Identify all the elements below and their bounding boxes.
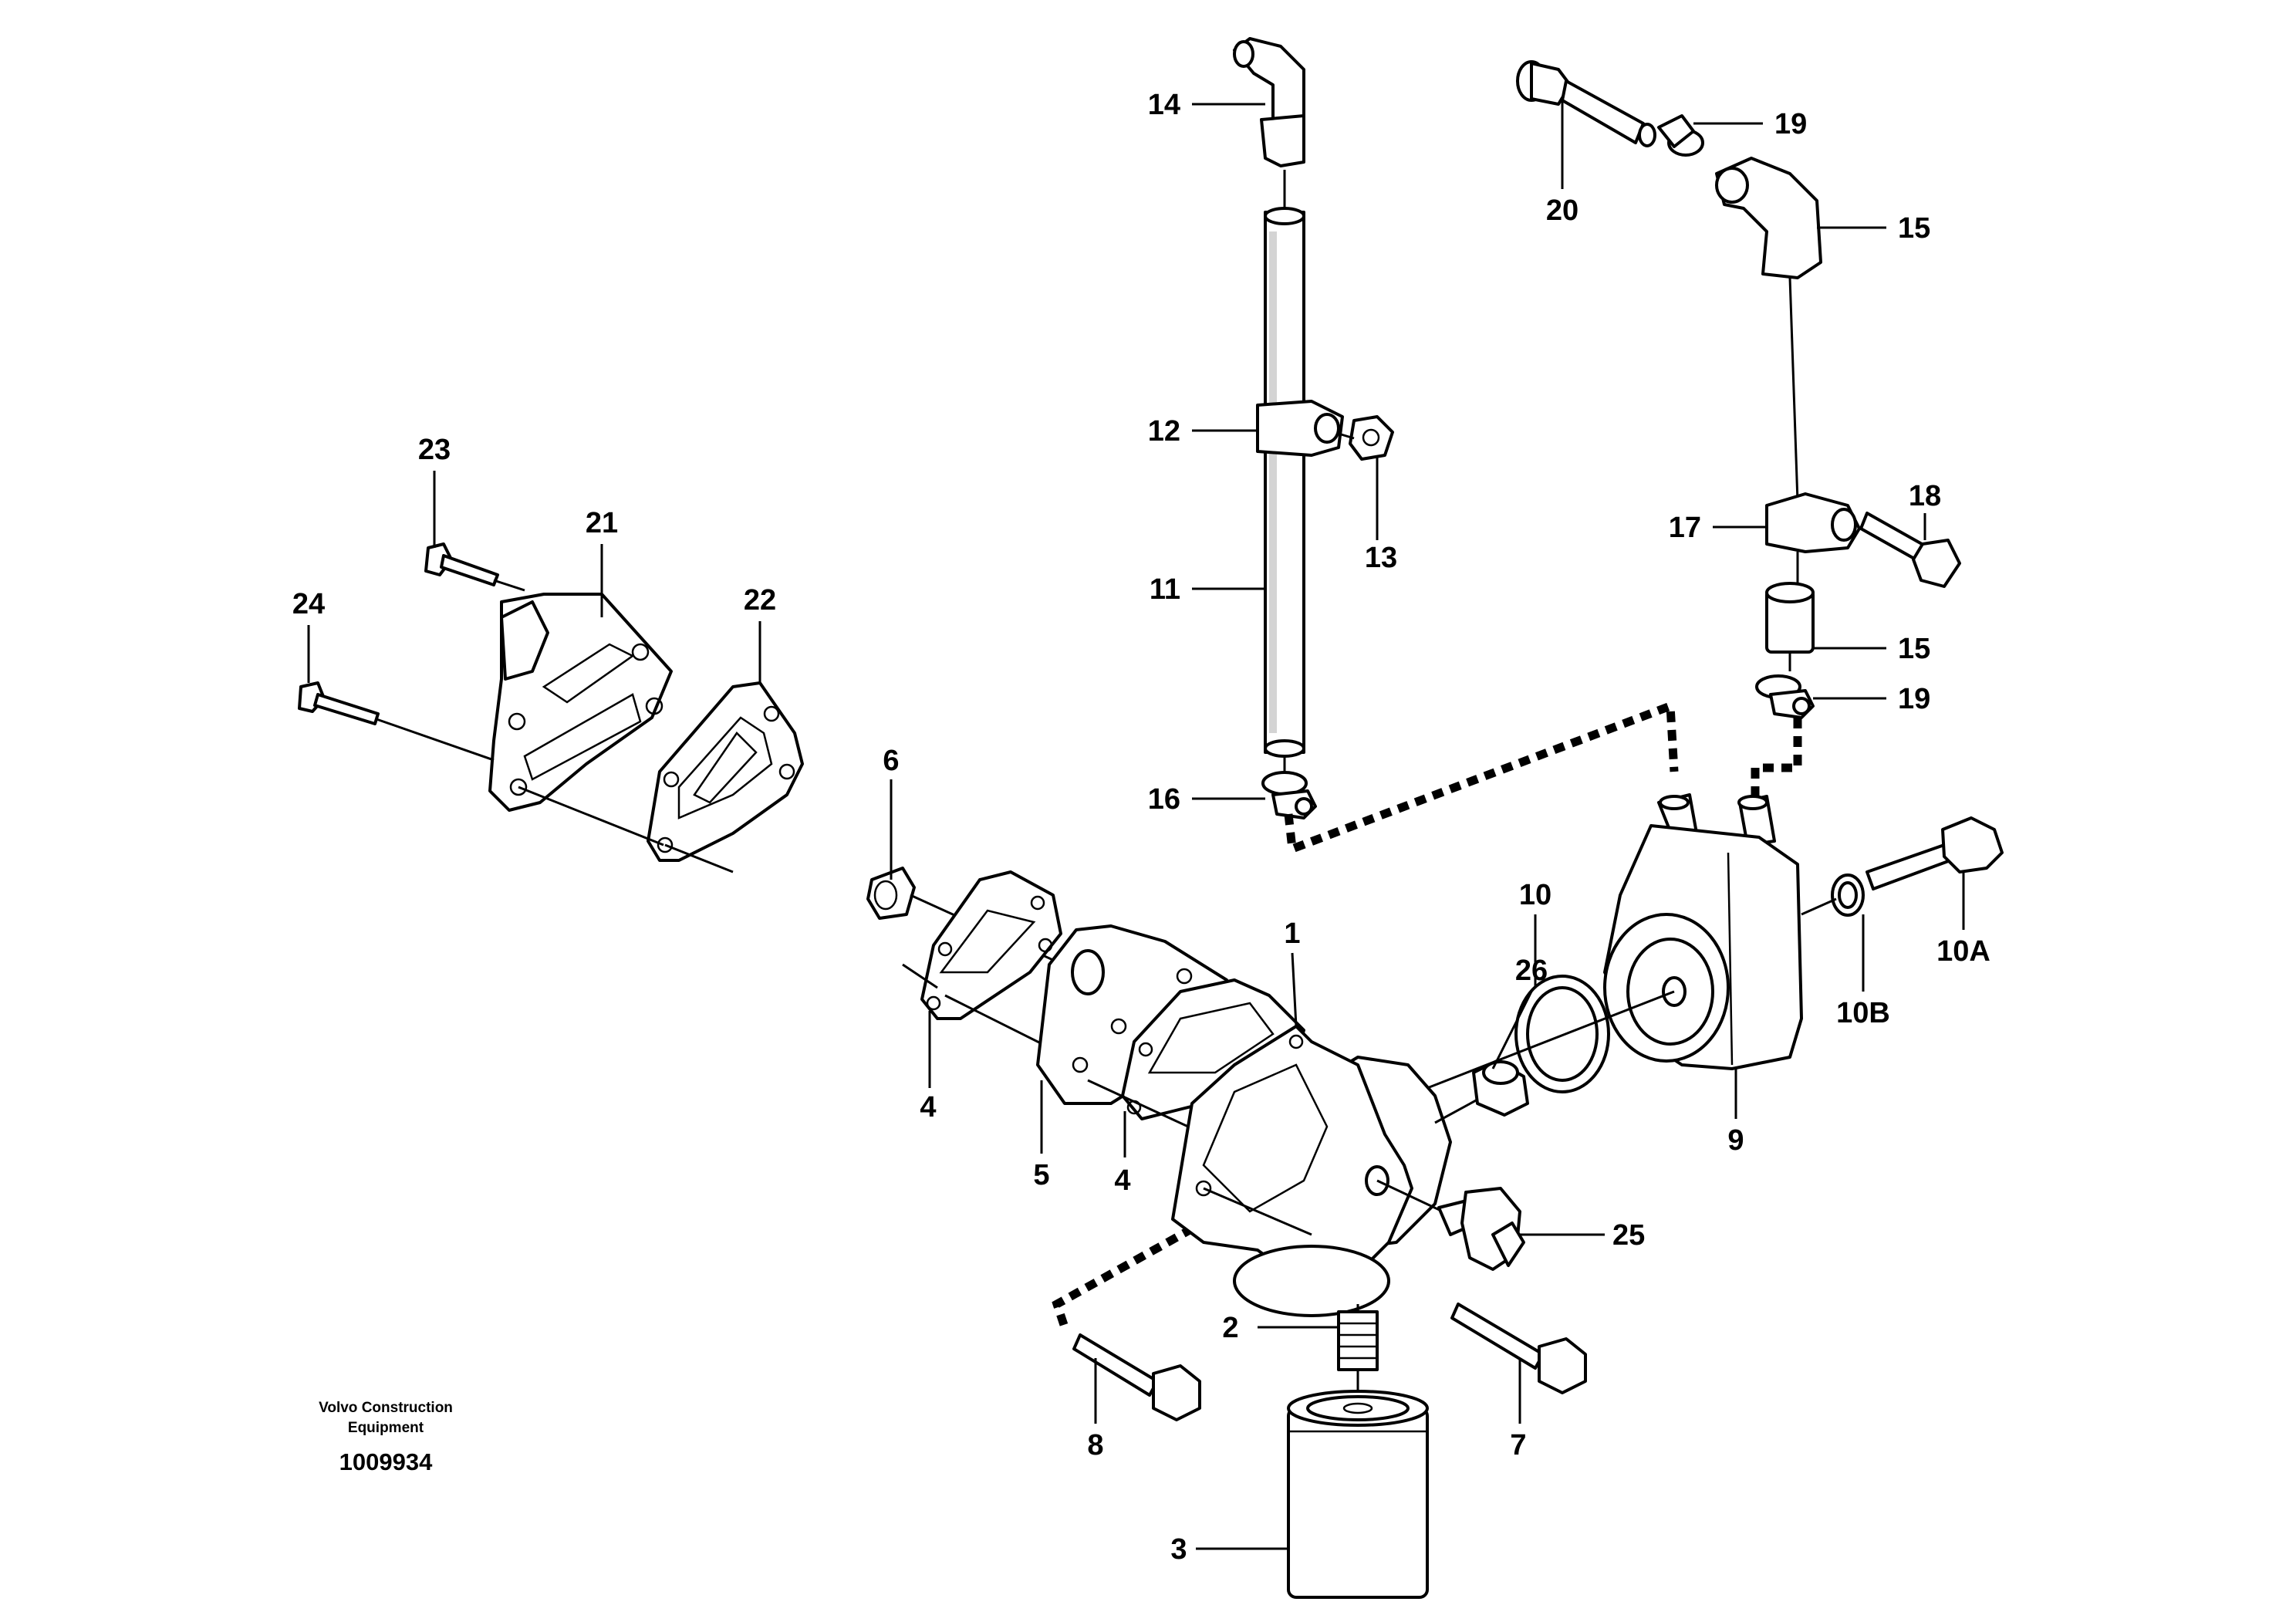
bolt-part-23 — [424, 542, 525, 592]
callout-23: 23 — [418, 434, 451, 466]
callout-1: 1 — [1284, 917, 1300, 950]
callout-5: 5 — [1033, 1159, 1049, 1191]
leader-cover-to-gasket — [518, 786, 664, 846]
bolt-part-18 — [1859, 512, 1961, 588]
callout-9: 9 — [1727, 1124, 1744, 1157]
oil-filter-part-3 — [1287, 1390, 1429, 1599]
filter-head-part-1 — [1171, 1025, 1452, 1317]
callout-11: 11 — [1150, 573, 1180, 606]
callout-3: 3 — [1170, 1533, 1187, 1566]
leader-gasket4-to-1 — [1087, 1079, 1189, 1128]
callout-26: 26 — [1515, 955, 1548, 987]
callout-25: 25 — [1612, 1219, 1645, 1252]
leader-head-to-25 — [1376, 1179, 1443, 1213]
bolt-part-24 — [298, 681, 495, 762]
connector-part-20 — [1516, 60, 1656, 147]
callout-24: 24 — [292, 588, 325, 620]
callout-18: 18 — [1909, 480, 1941, 512]
leader-12-to-13 — [1338, 432, 1355, 440]
callout-17: 17 — [1669, 512, 1701, 544]
hose-clamp-part-19-lower — [1755, 674, 1815, 719]
callout-21: 21 — [586, 507, 618, 539]
leader-gasket-extension — [664, 843, 734, 874]
callout-6: 6 — [883, 745, 899, 777]
bolt-part-7 — [1450, 1303, 1587, 1394]
hose-route-left — [1284, 700, 1679, 855]
callout-22: 22 — [744, 584, 776, 617]
callout-15-lower: 15 — [1898, 633, 1930, 665]
nut-part-13 — [1349, 415, 1394, 461]
callout-15-top: 15 — [1898, 212, 1930, 245]
callout-10B: 10B — [1836, 997, 1890, 1029]
gasket-part-22 — [647, 681, 804, 862]
gasket-part-4-left — [920, 870, 1062, 1020]
washer-part-10B — [1831, 874, 1865, 917]
credit-block: Volvo Construction Equipment 1009934 — [319, 1400, 453, 1475]
leader-26-to-head — [1434, 1098, 1478, 1124]
diagram-number: 1009934 — [339, 1448, 433, 1475]
callout-2: 2 — [1222, 1312, 1238, 1344]
leader-cooler-axis — [1427, 990, 1675, 1090]
pipe-part-11 — [1264, 207, 1305, 758]
callout-19-top: 19 — [1774, 108, 1807, 140]
callout-20: 20 — [1546, 194, 1578, 227]
sleeve-part-15-lower — [1765, 582, 1815, 654]
callout-4-left: 4 — [920, 1091, 936, 1124]
leader-gasket4-axis — [902, 963, 938, 989]
clamp-part-17 — [1765, 492, 1861, 553]
adapter-part-5 — [1036, 924, 1228, 1105]
leader-15-to-17 — [1788, 277, 1799, 502]
callout-12: 12 — [1148, 415, 1180, 448]
credit-line-1: Volvo Construction — [319, 1400, 453, 1416]
hose-clamp-part-16 — [1261, 771, 1317, 819]
seal-ring-part-10 — [1514, 975, 1610, 1093]
leader-gasket4-to-5 — [944, 994, 1054, 1051]
nipple-part-2 — [1337, 1310, 1379, 1371]
callout-16: 16 — [1148, 783, 1180, 816]
callout-13: 13 — [1365, 542, 1397, 574]
cover-plate-part-21 — [488, 593, 673, 812]
elbow-part-14 — [1233, 37, 1305, 167]
bolt-part-8 — [1072, 1333, 1201, 1421]
clamp-part-12 — [1256, 400, 1344, 457]
credit-line-2: Equipment — [348, 1420, 424, 1436]
hose-clamp-part-19-top — [1657, 114, 1704, 157]
callout-labels: 1 2 3 4 4 5 6 7 8 9 10 10A 10B 11 12 13 … — [292, 89, 1990, 1566]
plug-part-6 — [866, 867, 916, 920]
callout-7: 7 — [1510, 1429, 1526, 1461]
callout-19-lower: 19 — [1898, 683, 1930, 715]
pressure-switch-part-25 — [1437, 1187, 1525, 1271]
leader-head-axis — [1203, 1187, 1312, 1236]
callout-10: 10 — [1519, 879, 1551, 911]
leader-washer-to-cooler — [1801, 897, 1837, 916]
callout-8: 8 — [1087, 1429, 1103, 1461]
callout-10A: 10A — [1936, 935, 1990, 968]
nipple-part-26 — [1472, 1059, 1529, 1117]
callout-leaders — [307, 100, 1965, 1550]
callout-4-right: 4 — [1114, 1164, 1130, 1197]
callout-14: 14 — [1148, 89, 1180, 121]
oil-cooler-part-9 — [1603, 793, 1803, 1070]
elbow-hose-part-15-top — [1715, 157, 1822, 279]
banjo-bolt-part-10A — [1866, 816, 2004, 890]
hose-route-right — [1751, 718, 1802, 803]
